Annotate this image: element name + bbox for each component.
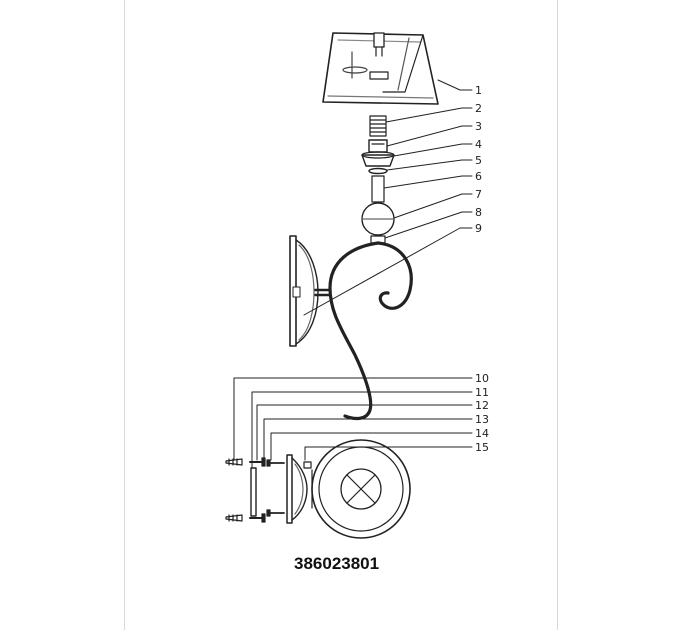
part-label-11: 11 — [475, 386, 489, 399]
lamp-shade — [322, 32, 439, 105]
leader-lines — [233, 79, 473, 469]
part-label-10: 10 — [475, 372, 489, 385]
mounting-plate-side-view — [286, 454, 312, 524]
part-label-1: 1 — [475, 84, 482, 97]
wall-anchor-upper — [225, 458, 243, 466]
part-label-12: 12 — [475, 399, 489, 412]
part-label-9: 9 — [475, 222, 482, 235]
model-number: 386023801 — [294, 554, 379, 573]
socket-cup — [361, 151, 395, 167]
socket — [368, 139, 388, 153]
wall-anchor-lower — [225, 514, 243, 522]
washer — [368, 167, 388, 175]
scan-edge-right — [557, 0, 558, 630]
bracket-screw-upper — [266, 459, 285, 467]
part-label-4: 4 — [475, 138, 482, 151]
socket-spring — [369, 115, 387, 137]
scan-edge-left — [124, 0, 125, 630]
wall-plate-front-view — [311, 439, 411, 539]
mounting-bracket — [250, 467, 257, 517]
part-label-6: 6 — [475, 170, 482, 183]
part-label-5: 5 — [475, 154, 482, 167]
part-label-15: 15 — [475, 441, 489, 454]
wall-plate-side-view — [289, 235, 319, 347]
decorative-ball — [361, 202, 395, 236]
part-label-14: 14 — [475, 427, 489, 440]
part-label-3: 3 — [475, 120, 482, 133]
bracket-screw-lower — [266, 509, 285, 517]
part-label-13: 13 — [475, 413, 489, 426]
screw-lower — [249, 513, 266, 523]
part-label-8: 8 — [475, 206, 482, 219]
part-label-2: 2 — [475, 102, 482, 115]
part-label-7: 7 — [475, 188, 482, 201]
tube — [371, 175, 385, 203]
